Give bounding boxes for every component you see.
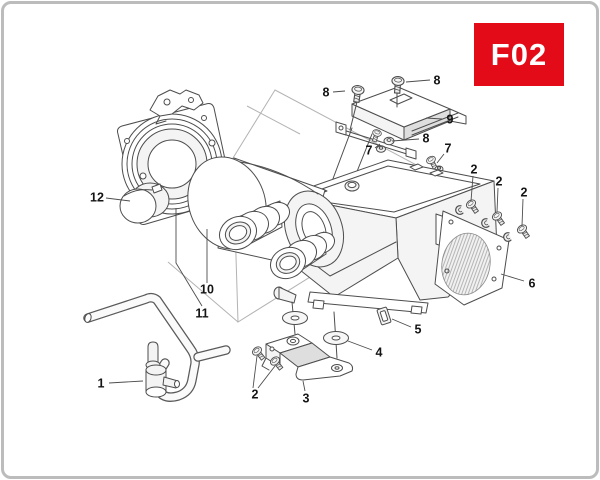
callout-leader-line xyxy=(405,79,431,83)
callout-number-5: 5 xyxy=(415,323,422,337)
page-code: F02 xyxy=(490,36,548,72)
part-breather-hose xyxy=(83,292,231,402)
part-clip xyxy=(376,306,392,326)
callout-leader-line xyxy=(105,197,131,202)
callout-number-7: 7 xyxy=(445,142,452,156)
callout-leader-line xyxy=(470,175,474,202)
callout-leader-line xyxy=(257,365,276,389)
callout-leader-line xyxy=(347,340,373,351)
callout-number-2: 2 xyxy=(252,388,259,402)
background-panel-outline xyxy=(167,89,458,323)
callout-leader-line xyxy=(496,187,499,213)
callout-number-2: 2 xyxy=(521,186,528,200)
callout-number-6: 6 xyxy=(529,277,536,291)
callout-number-3: 3 xyxy=(303,392,310,406)
callout-number-10: 10 xyxy=(200,283,214,297)
part-ecu-unit xyxy=(327,86,467,195)
part-mounting-bracket xyxy=(261,333,354,381)
callout-leader-line xyxy=(521,198,524,227)
callout-leader-line xyxy=(391,138,420,142)
callout-number-9: 9 xyxy=(447,113,454,127)
callout-number-2: 2 xyxy=(471,163,478,177)
callout-leader-line xyxy=(425,117,443,120)
callout-number-2: 2 xyxy=(496,175,503,189)
callout-leader-line xyxy=(108,380,144,384)
callout-number-7: 7 xyxy=(366,144,373,158)
callout-number-8: 8 xyxy=(434,74,441,88)
callout-leader-line xyxy=(302,380,306,392)
callout-number-8: 8 xyxy=(323,86,330,100)
callout-leader-line xyxy=(175,208,203,307)
callout-leader-line xyxy=(391,318,412,328)
callout-leader-line xyxy=(374,143,381,149)
callout-number-1: 1 xyxy=(98,377,105,391)
callout-leader-line xyxy=(332,90,346,93)
callout-number-4: 4 xyxy=(376,346,383,360)
callout-leader-line xyxy=(252,355,258,389)
part-intake-cap xyxy=(119,182,170,224)
callout-leader-line xyxy=(500,273,525,282)
part-intake-tubes xyxy=(219,200,336,280)
callout-number-11: 11 xyxy=(195,307,208,321)
callout-leader-line xyxy=(436,153,445,164)
callout-number-8: 8 xyxy=(423,132,430,146)
page-code-badge: F02 xyxy=(474,23,564,86)
callout-number-12: 12 xyxy=(90,191,104,205)
part-clamp-bracket xyxy=(149,89,204,125)
part-side-panel xyxy=(434,210,510,306)
part-screws-8 xyxy=(349,75,405,146)
